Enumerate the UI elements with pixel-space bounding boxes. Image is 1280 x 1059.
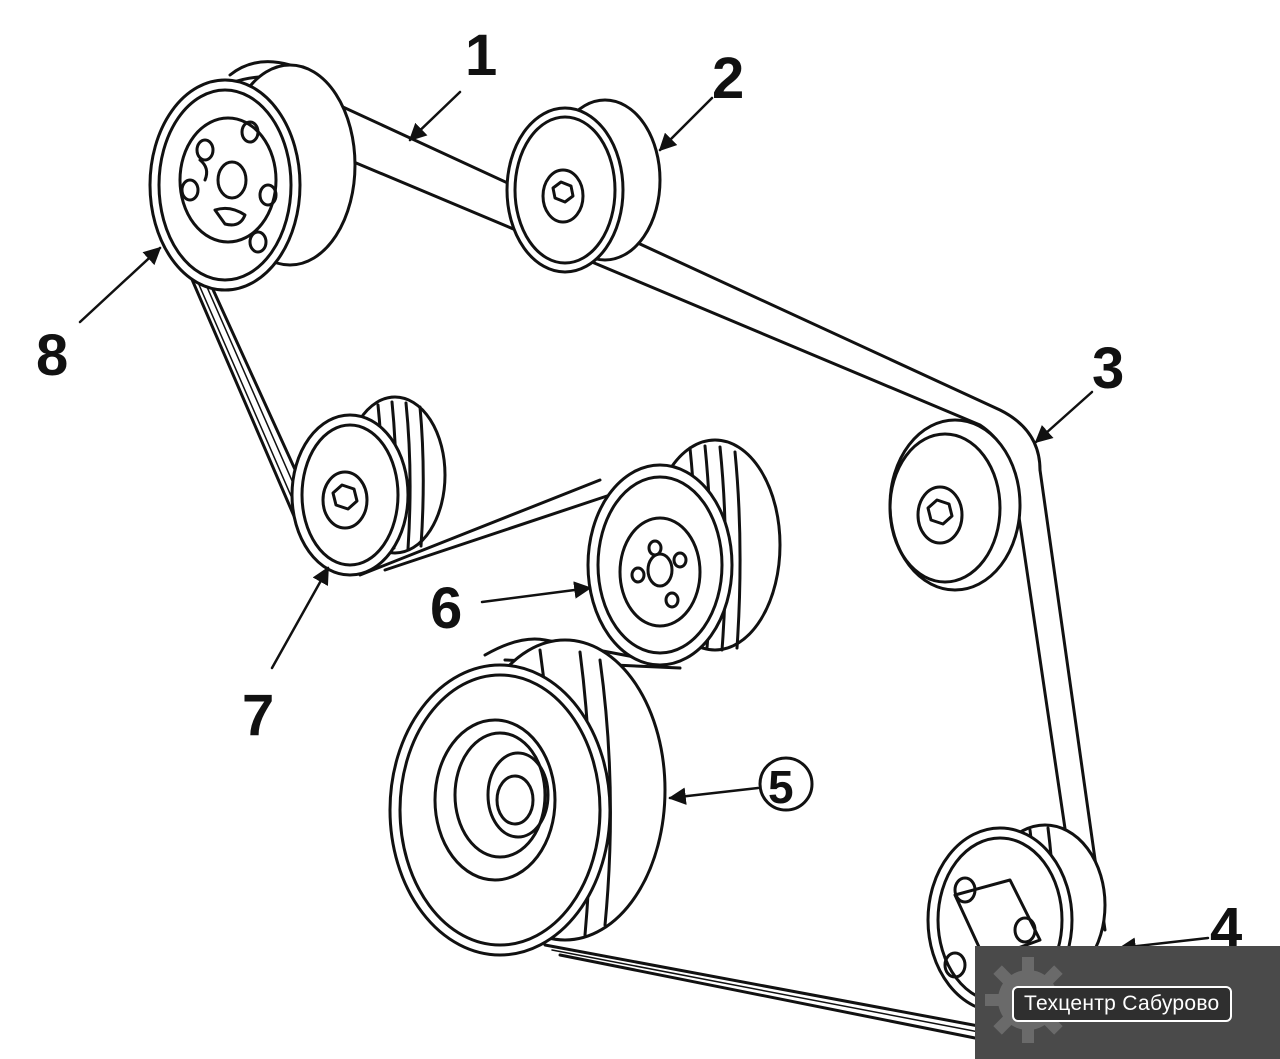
pulley-6: [586, 438, 782, 667]
leader-6: [480, 581, 592, 604]
leader-8: [78, 246, 162, 324]
idler-pulley-2: [505, 98, 662, 274]
leader-7: [270, 566, 330, 670]
watermark-text: Техцентр Сабурово: [1012, 986, 1232, 1022]
leader-2: [658, 96, 714, 152]
callout-6: 6: [430, 576, 462, 641]
idler-pulley-3: [888, 418, 1022, 592]
leader-1: [408, 90, 462, 142]
leader-3: [1034, 390, 1094, 444]
callout-1: 1: [465, 23, 497, 88]
crankshaft-pulley-5: [388, 638, 667, 957]
leader-5: [668, 786, 760, 805]
callout-5-ring: [758, 756, 814, 812]
callout-2: 2: [712, 46, 744, 111]
pulley-8: [148, 60, 357, 292]
callout-8: 8: [36, 323, 68, 388]
callout-3: 3: [1092, 336, 1124, 401]
callout-7: 7: [242, 683, 274, 748]
pulley-7: [290, 395, 447, 577]
callout-numbers: 1 2 3 4 5 6 7 8: [36, 23, 1242, 961]
callout-5: 5: [768, 761, 794, 813]
